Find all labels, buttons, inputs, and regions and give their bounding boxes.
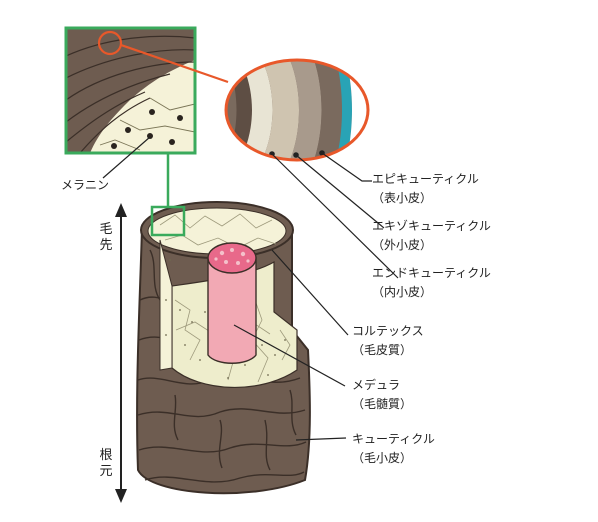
leader-medulla — [233, 324, 346, 387]
zoom-ellipse — [224, 58, 370, 162]
label-exocuticle: エキゾキューティクル （外小皮） — [372, 217, 491, 254]
axis-top-label: 毛先 — [99, 222, 113, 254]
label-cortex-sub: （毛皮質） — [352, 342, 413, 357]
label-medulla-name: メデュラ — [352, 378, 401, 392]
leader-exocuticle — [295, 154, 385, 229]
inset-focus-circle — [97, 30, 123, 56]
label-cortex-name: コルテックス — [352, 324, 424, 338]
leader-cuticle — [295, 437, 347, 441]
medulla-dots — [214, 248, 250, 265]
leader-cortex — [271, 249, 349, 336]
label-medulla-sub: （毛髄質） — [352, 396, 413, 411]
melanin-pointer — [102, 136, 151, 179]
label-exocuticle-name: エキゾキューティクル — [372, 219, 491, 233]
leader-epicuticle — [321, 152, 372, 182]
label-endocuticle-sub: （内小皮） — [372, 284, 433, 299]
zoom-connector — [120, 43, 229, 84]
label-epicuticle-name: エピキューティクル — [372, 172, 479, 186]
label-cuticle-sub: （毛小皮） — [352, 450, 413, 465]
inset-view — [64, 26, 197, 155]
label-epicuticle: エピキューティクル （表小皮） — [372, 170, 479, 207]
medulla-column — [207, 257, 257, 364]
label-cortex: コルテックス （毛皮質） — [352, 322, 424, 359]
melanin-label: メラニン — [61, 178, 110, 192]
label-cuticle: キューティクル （毛小皮） — [352, 430, 435, 467]
inset-frame — [64, 26, 197, 155]
length-axis-arrow — [115, 203, 127, 503]
label-cuticle-name: キューティクル — [352, 432, 435, 446]
label-endocuticle-name: エンドキューティクル — [372, 266, 491, 280]
label-endocuticle: エンドキューティクル （内小皮） — [372, 264, 491, 301]
leader-endocuticle — [271, 153, 399, 279]
leader-lines — [233, 152, 399, 441]
label-epicuticle-sub: （表小皮） — [372, 190, 433, 205]
label-medulla: メデュラ （毛髄質） — [352, 376, 412, 413]
zoom-ellipse-border — [224, 58, 370, 162]
label-exocuticle-sub: （外小皮） — [372, 237, 433, 252]
hair-cylinder — [136, 201, 311, 495]
axis-bottom-label: 根元 — [99, 448, 113, 480]
medulla-top — [207, 242, 257, 274]
